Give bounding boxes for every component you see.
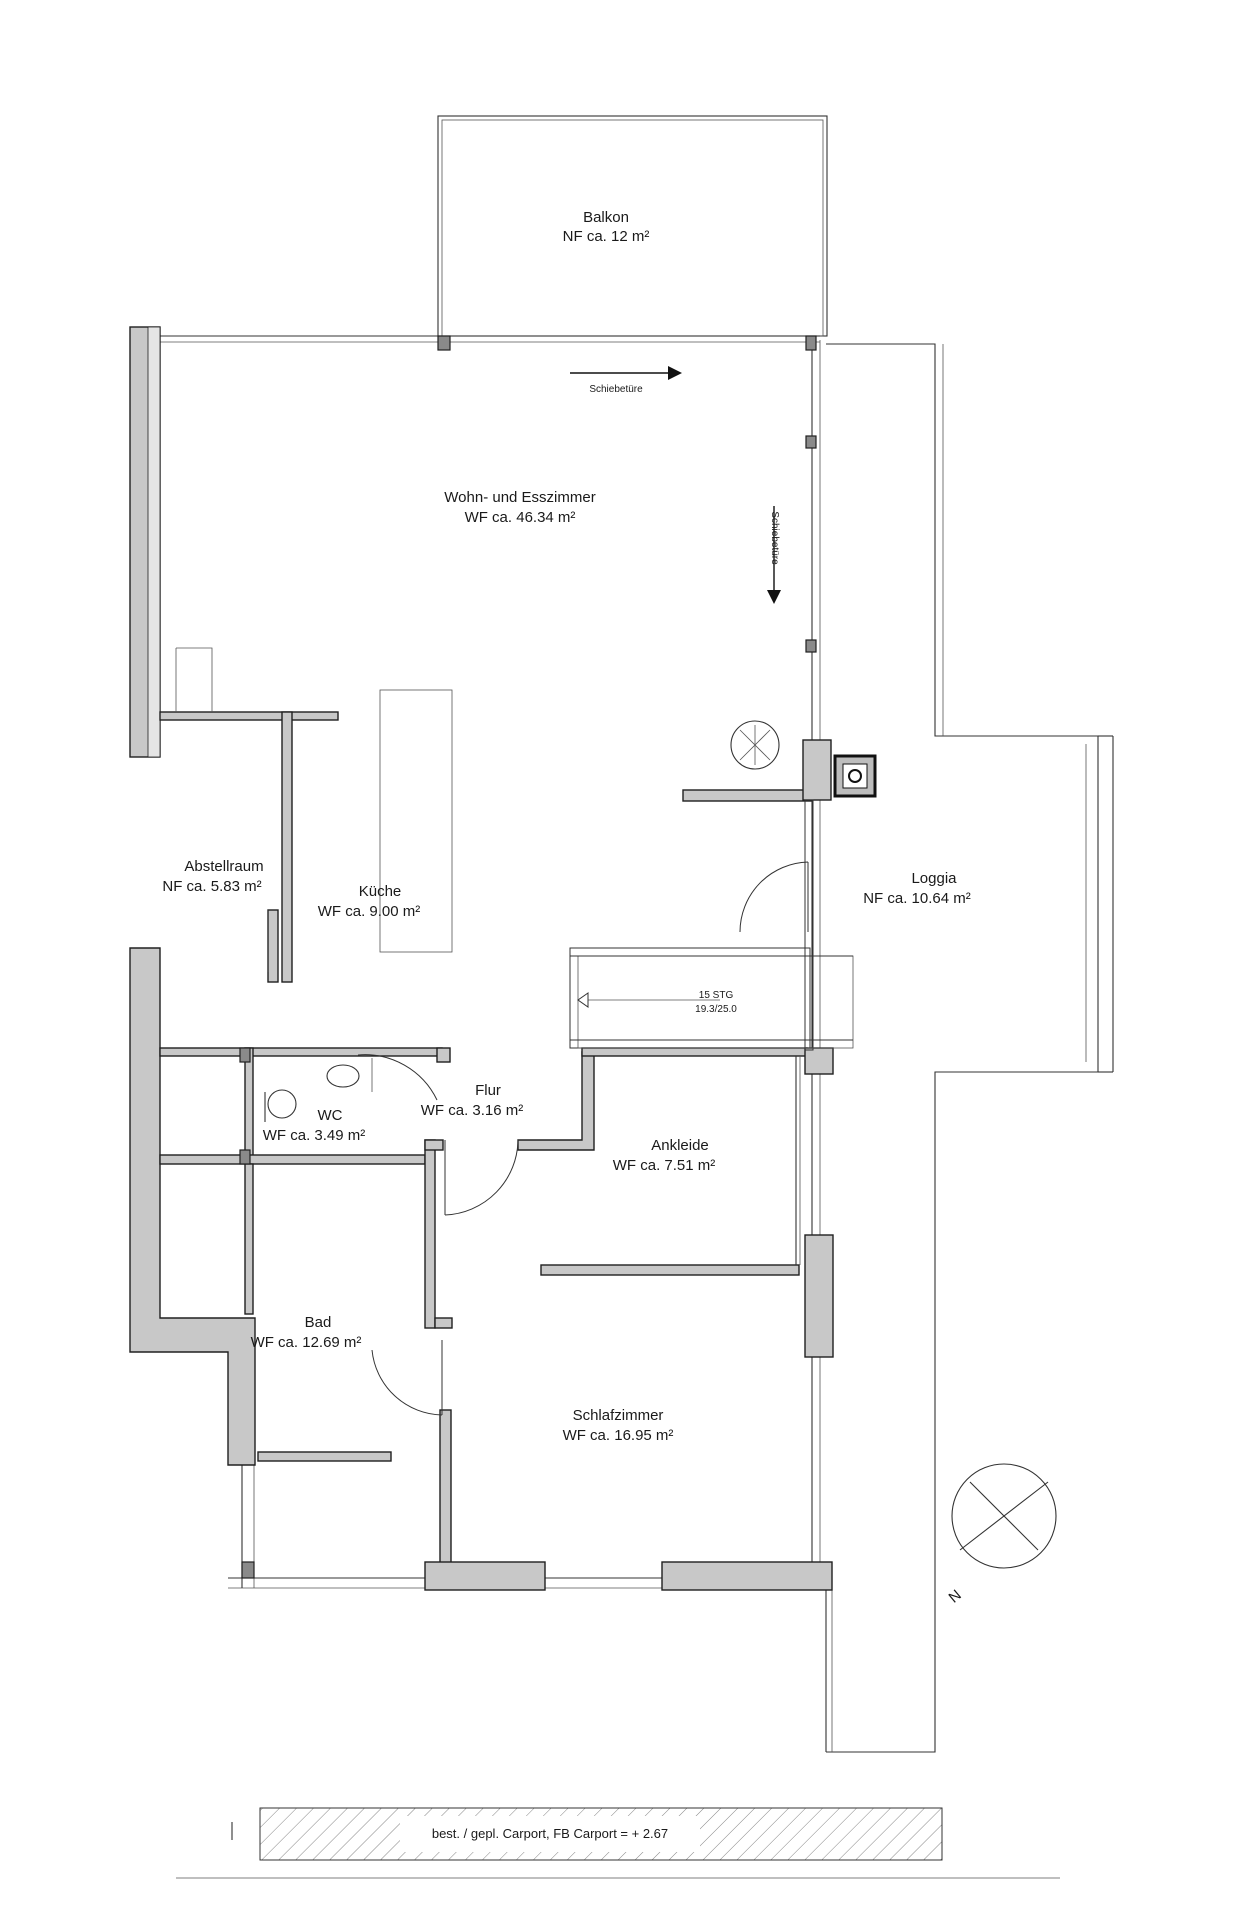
balcony-outline [437,115,828,337]
room-name: Küche [359,883,402,900]
room-area: WF ca. 12.69 m² [251,1334,362,1351]
room-label-abstell: Abstellraum NF ca. 5.83 m² [162,858,263,895]
carport-strip [176,1807,1060,1879]
room-label-flur: Flur WF ca. 3.16 m² [421,1082,524,1119]
loggia-outline [825,343,1114,1753]
room-name: WC [318,1107,343,1124]
staircase [569,947,854,1049]
sliding-door-label-vertical: Schiebetüre [769,511,780,565]
room-name: Schlafzimmer [573,1407,664,1424]
room-area: WF ca. 3.16 m² [421,1102,524,1119]
room-label-schlaf: Schlafzimmer WF ca. 16.95 m² [563,1407,674,1444]
room-name: Balkon [583,209,629,226]
sliding-door-label: Schiebetüre [589,384,643,395]
room-label-bad: Bad WF ca. 12.69 m² [251,1314,362,1351]
sliding-door-arrows [570,366,781,1008]
stairs-count: 15 STG [699,990,734,1001]
room-name: Ankleide [651,1137,709,1154]
room-label-loggia: Loggia NF ca. 10.64 m² [863,870,971,907]
room-name: Abstellraum [184,858,263,875]
kitchen-island [175,647,453,972]
doors [357,861,809,1416]
room-area: WF ca. 9.00 m² [318,903,421,920]
room-area: WF ca. 16.95 m² [563,1427,674,1444]
room-area: NF ca. 5.83 m² [162,878,261,895]
compass [951,1463,1057,1569]
room-area: NF ca. 10.64 m² [863,890,971,907]
carport-label: best. / gepl. Carport, FB Carport = + 2.… [432,1826,668,1841]
room-area: WF ca. 46.34 m² [465,509,576,526]
room-label-wc: WC WF ca. 3.49 m² [263,1107,366,1144]
room-label-kueche: Küche WF ca. 9.00 m² [318,883,421,920]
wc-fixtures [264,1058,373,1122]
walls [129,326,877,1591]
room-label-wohn: Wohn- und Esszimmer WF ca. 46.34 m² [444,489,595,526]
room-label-balkon: Balkon NF ca. 12 m² [563,209,650,245]
room-name: Flur [475,1082,501,1099]
room-name: Bad [305,1314,332,1331]
stairs-dims: 19.3/25.0 [695,1004,737,1015]
room-area: WF ca. 7.51 m² [613,1157,716,1174]
room-area: WF ca. 3.49 m² [263,1127,366,1144]
room-name: Loggia [911,870,957,887]
north-label: N [945,1587,964,1607]
room-area: NF ca. 12 m² [563,228,650,245]
plant-symbol [730,720,780,770]
room-name: Wohn- und Esszimmer [444,489,595,506]
room-label-ankleide: Ankleide WF ca. 7.51 m² [613,1137,716,1174]
